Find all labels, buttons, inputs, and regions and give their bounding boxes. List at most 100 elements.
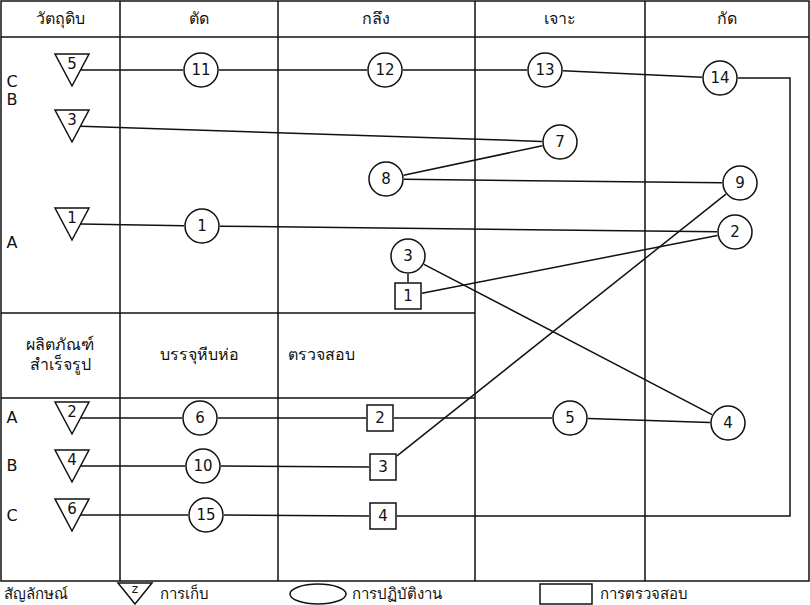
grid-line [1, 312, 475, 314]
step-number: 4 [67, 453, 77, 468]
step-number: 2 [67, 405, 77, 420]
flow-line [403, 69, 527, 71]
row-letter: C [6, 72, 17, 92]
inspection-square: 4 [369, 502, 397, 530]
row-header: ผลิตภัณฑ์ สำเร็จรูป [6, 335, 114, 375]
flow-line [404, 179, 722, 183]
inspection-square: 2 [366, 404, 394, 432]
inspection-square: 1 [394, 282, 422, 310]
storage-triangle: 5 [54, 53, 90, 87]
step-number: 5 [67, 57, 77, 72]
flow-line [220, 226, 717, 232]
symbol-letter: z [132, 582, 138, 597]
symbol-shape [395, 283, 421, 309]
operation-circle: 8 [368, 161, 404, 197]
symbol-shape [723, 166, 757, 200]
flow-line [81, 417, 182, 419]
operation-circle: 14 [702, 60, 738, 96]
flow-line [81, 465, 185, 467]
inspection-square: 3 [369, 453, 397, 481]
flow-line [407, 274, 409, 282]
flow-line [81, 126, 542, 141]
symbol-shape [543, 125, 577, 159]
symbol-shape [718, 215, 752, 249]
step-number: 1 [403, 289, 413, 304]
step-number: 4 [378, 509, 388, 524]
column-header: วัตถุดิบ [36, 9, 85, 29]
step-number: 7 [555, 135, 565, 150]
symbol-shape [528, 53, 562, 87]
symbol-shape [55, 499, 89, 531]
step-number: 14 [710, 71, 729, 86]
symbol-shape [703, 61, 737, 95]
storage-triangle: 3 [54, 109, 90, 143]
flow-line [394, 417, 552, 419]
legend-text: การตรวจสอบ [600, 585, 688, 604]
symbol-shape [368, 53, 402, 87]
flow-line [81, 224, 184, 226]
storage-triangle: 2 [54, 401, 90, 435]
column-header: ตัด [189, 9, 209, 29]
symbol-shape [370, 503, 396, 529]
grid-line [644, 1, 646, 581]
column-header: เจาะ [544, 9, 576, 29]
step-number: 11 [191, 63, 210, 78]
step-number: 6 [67, 502, 77, 517]
step-number: 2 [375, 411, 385, 426]
column-header: บรรจุหีบห่อ [160, 345, 239, 365]
step-number: 9 [735, 176, 745, 191]
legend-text: การเก็บ [160, 585, 209, 604]
flow-line [221, 465, 369, 467]
flow-line [563, 71, 702, 77]
operation-circle: 9 [722, 165, 758, 201]
operation-circle: 15 [188, 497, 224, 533]
symbol-shape [367, 405, 393, 431]
step-number: 15 [196, 508, 215, 523]
symbol-shape [55, 54, 89, 86]
operation-circle: 1 [184, 208, 220, 244]
flow-line [397, 78, 790, 516]
column-header: กลึง [362, 9, 390, 29]
symbol-shape [184, 53, 218, 87]
symbol-shape [55, 450, 89, 482]
step-number: 13 [535, 63, 554, 78]
inspection-symbol [540, 584, 592, 604]
symbol-shape [553, 401, 587, 435]
operation-circle: 4 [710, 405, 746, 441]
grid-line [1, 36, 809, 38]
flow-line [81, 514, 188, 516]
symbol-shape [55, 402, 89, 434]
flow-line [218, 417, 366, 419]
symbol-shape [183, 401, 217, 435]
step-number: 5 [565, 411, 575, 426]
symbol-shape [55, 208, 89, 240]
operation-circle: 13 [527, 52, 563, 88]
operation-circle: 11 [183, 52, 219, 88]
symbol-shape [391, 239, 425, 273]
row-letter: A [7, 233, 18, 253]
step-number: 10 [193, 459, 212, 474]
grid-line [1, 397, 475, 399]
operation-circle: 12 [367, 52, 403, 88]
flow-line [397, 194, 726, 456]
operation-symbol [290, 584, 346, 604]
flow-line [424, 264, 712, 414]
step-number: 1 [197, 219, 207, 234]
grid-line [277, 1, 279, 581]
operation-circle: 6 [182, 400, 218, 436]
operation-circle: 5 [552, 400, 588, 436]
flow-line [422, 236, 717, 294]
flow-line [404, 146, 543, 176]
symbol-shape [55, 110, 89, 142]
storage-triangle: 6 [54, 498, 90, 532]
step-number: 2 [730, 225, 740, 240]
legend-title: สัญลักษณ์ [4, 585, 68, 604]
operation-circle: 7 [542, 124, 578, 160]
symbol-shape [711, 406, 745, 440]
operation-circle: 3 [390, 238, 426, 274]
step-number: 4 [723, 416, 733, 431]
step-number: 1 [67, 211, 77, 226]
symbol-shape [369, 162, 403, 196]
